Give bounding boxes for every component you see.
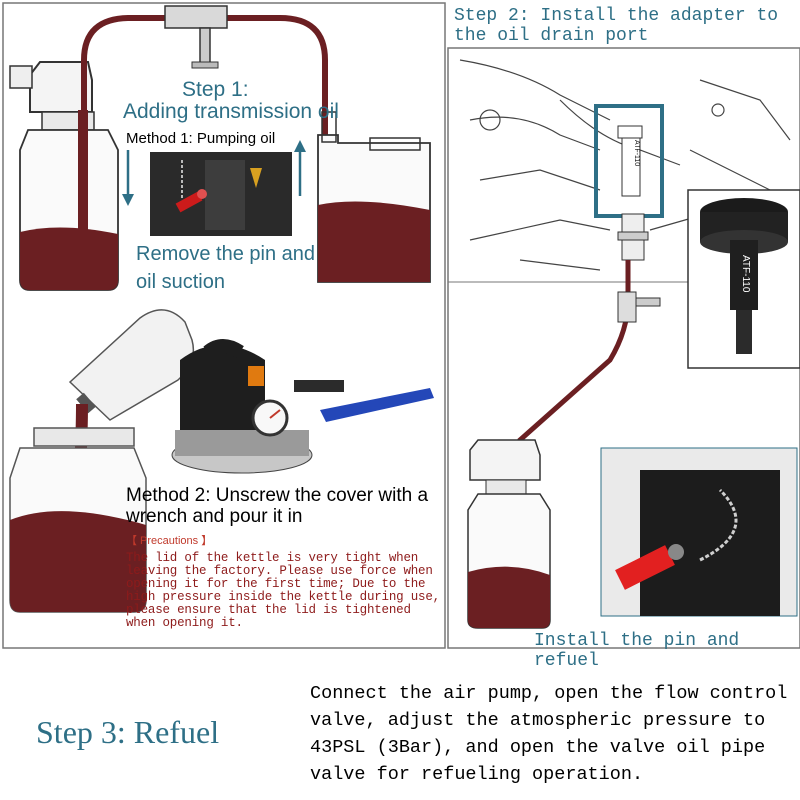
adapter-closeup-inset <box>687 189 800 369</box>
step1-panel-frame <box>2 2 446 649</box>
lid-with-gauge <box>171 339 434 474</box>
pump-bottle-left <box>9 61 119 291</box>
oil-hose-step2 <box>517 260 631 470</box>
precautions-text: The lid of the kettle is very tight when… <box>126 551 440 630</box>
adapter-in-box <box>617 125 643 197</box>
inset-pin-photo <box>150 152 292 236</box>
flow-valve-step2 <box>617 291 661 323</box>
method1-label: Method 1: Pumping oil <box>126 130 276 147</box>
quick-coupler <box>617 213 649 261</box>
adapter-label-small: ATF-110 <box>633 140 640 167</box>
pump-bottle-step2 <box>467 439 551 629</box>
step2-title: Step 2: Install the adapter to the oil d… <box>454 6 779 46</box>
step1-subtitle: Adding transmission oil <box>123 100 339 123</box>
engine-line-drawing <box>459 59 791 271</box>
step2-panel-frame <box>447 47 800 649</box>
inset-refuel-photo <box>600 447 798 617</box>
valve-fitting-top <box>164 5 228 69</box>
method2-label: Method 2: Unscrew the cover with a wrenc… <box>126 485 429 527</box>
step3-description: Connect the air pump, open the flow cont… <box>310 683 788 785</box>
open-jar <box>9 427 147 613</box>
install-pin-caption: Install the pin and refuel <box>534 631 740 671</box>
adapter-label-closeup: ATF-110 <box>740 255 751 293</box>
step3-title: Step 3: Refuel <box>36 714 220 750</box>
remove-pin-caption: Remove the pin and oil suction <box>136 243 316 293</box>
step1-title: Step 1: <box>182 78 249 101</box>
precautions-title: 【 Precautions 】 <box>126 535 213 547</box>
oil-canister-right <box>317 111 431 283</box>
